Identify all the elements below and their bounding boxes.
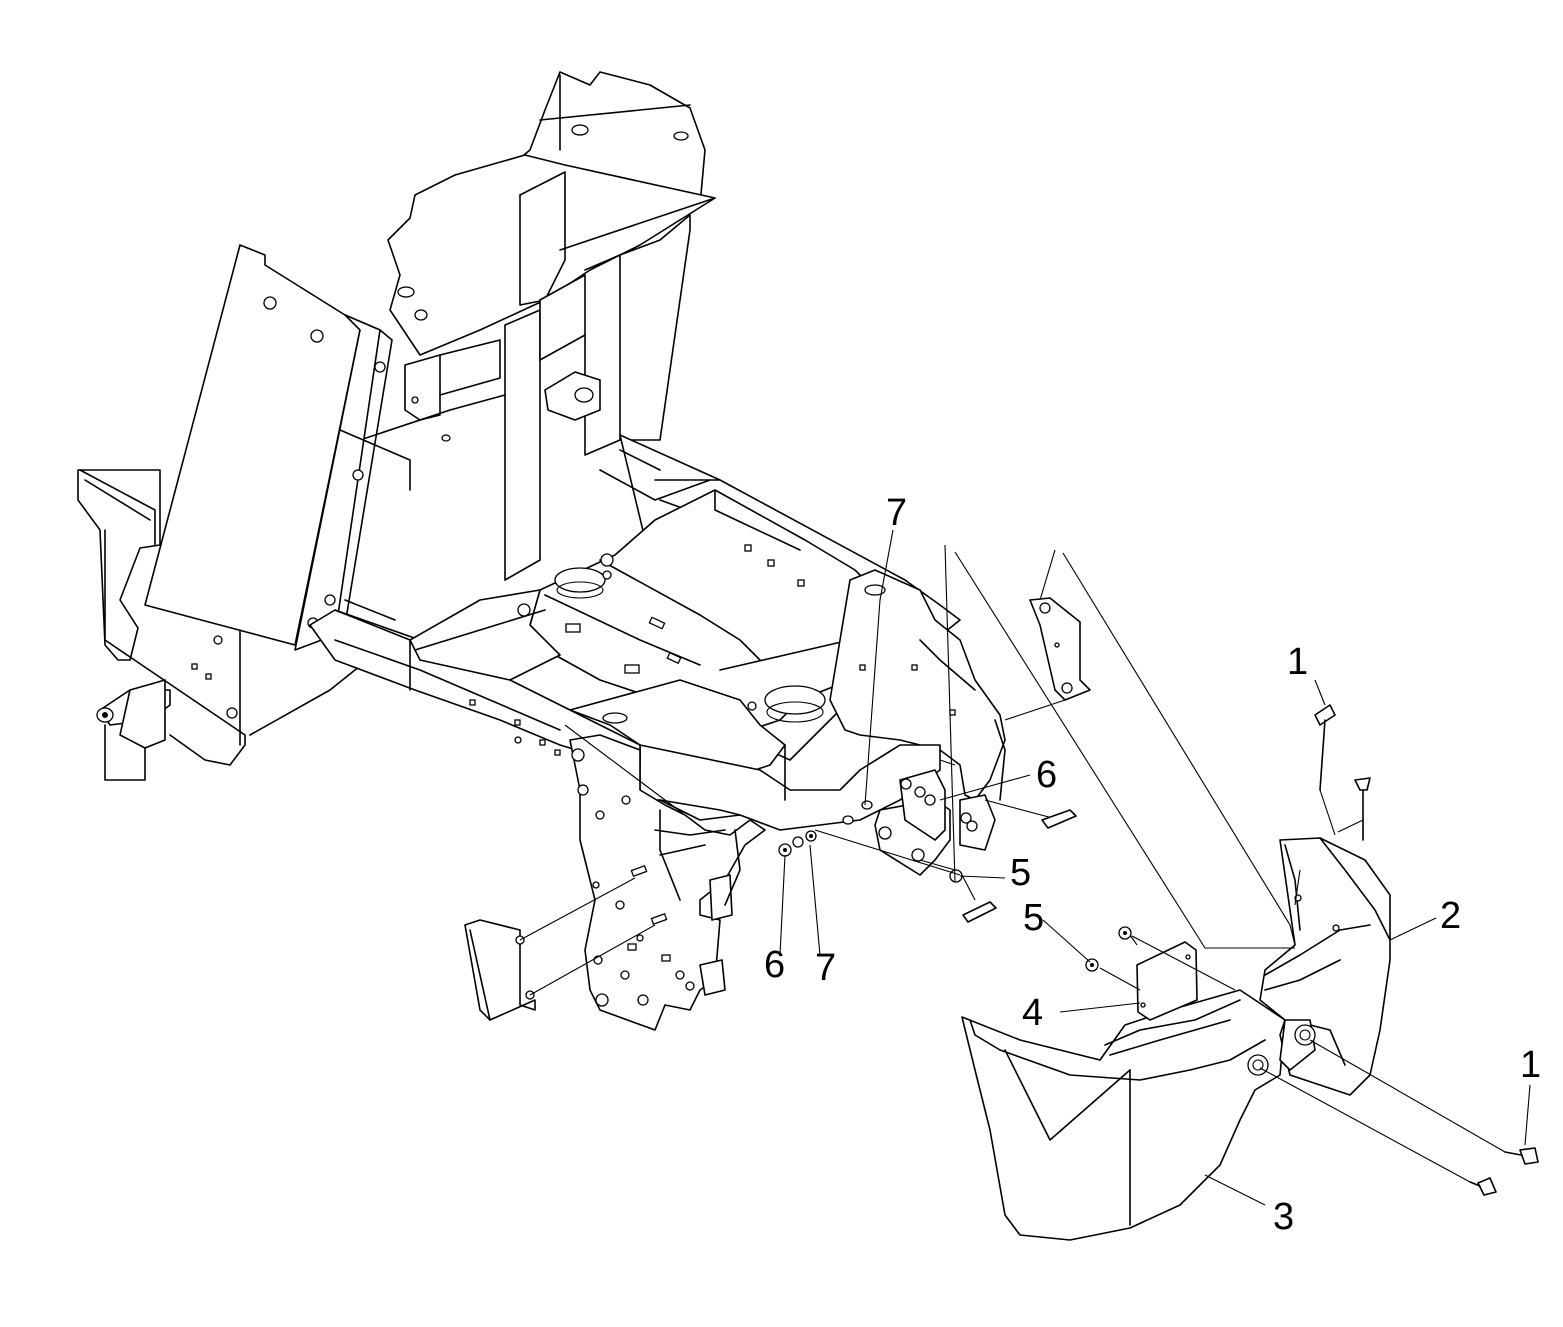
- callout-6-left: 6: [764, 944, 785, 986]
- callout-2: 2: [1440, 895, 1461, 937]
- bolts-part-1: [1314, 704, 1539, 1196]
- callout-1-right: 1: [1520, 1044, 1541, 1086]
- front-hanger-plate: [569, 734, 766, 1031]
- left-fender-panel: [77, 244, 393, 781]
- callout-5-lower: 5: [1023, 897, 1044, 939]
- callout-4: 4: [1022, 992, 1043, 1034]
- bumper-right-half: [1259, 837, 1391, 1096]
- right-mount-bracket: [1029, 597, 1091, 701]
- bumper-left-half: [961, 989, 1286, 1241]
- right-inner-mount: [842, 699, 1066, 883]
- upper-seat-frame: [359, 71, 716, 581]
- callout-1-top: 1: [1287, 641, 1308, 683]
- callout-leaders: [779, 529, 1531, 1206]
- callout-5-upper: 5: [1010, 852, 1031, 894]
- callout-7-top: 7: [886, 492, 907, 534]
- assembly-lines: [944, 544, 1506, 1183]
- hardware-left: [778, 829, 961, 876]
- left-frame-rail: [309, 429, 641, 766]
- callout-3: 3: [1273, 1196, 1294, 1238]
- callout-numbers: 1 1 2 3 4 5 5 6 6 7 7: [764, 492, 1541, 1238]
- nut-5-lower: [1085, 926, 1236, 991]
- bumper-plate: [1129, 934, 1198, 1021]
- callout-7-bottom: 7: [815, 947, 836, 989]
- right-small-pins: [961, 809, 1077, 923]
- callout-6-right: 6: [1036, 754, 1057, 796]
- left-mount-bracket: [464, 724, 686, 1021]
